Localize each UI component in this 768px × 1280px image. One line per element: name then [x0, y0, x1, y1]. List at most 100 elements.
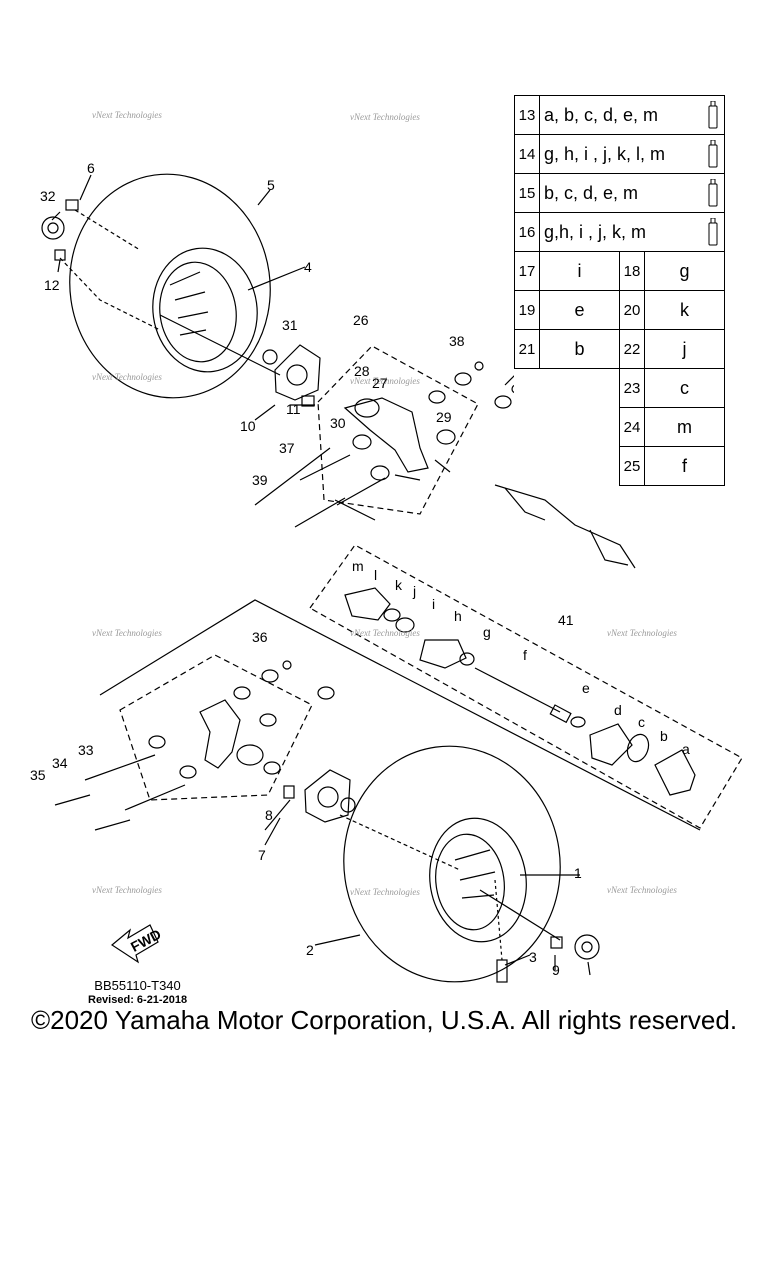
- document-reference: BB55110-T340 Revised: 6-21-2018: [88, 978, 187, 1008]
- callout-label: k: [395, 577, 403, 593]
- table-row: 14 g, h, i , j, k, l, m: [514, 134, 725, 174]
- table-row: 13 a, b, c, d, e, m: [514, 95, 725, 135]
- ref-number: 14: [514, 134, 540, 174]
- callout-label: 29: [436, 409, 452, 425]
- ref-number: 17: [514, 251, 540, 291]
- callout-label: g: [483, 624, 491, 640]
- ref-number: 24: [619, 407, 645, 447]
- upper-hub-cap: [41, 216, 65, 240]
- grease-tube-icon: [708, 101, 718, 129]
- callout-label: d: [614, 702, 622, 718]
- callout-label: 8: [265, 807, 273, 823]
- ref-letter: m: [644, 407, 725, 447]
- watermark: vNext Technologies: [607, 628, 677, 638]
- ref-letters: g, h, i , j, k, l, m: [544, 143, 666, 164]
- ref-number: 22: [619, 329, 645, 369]
- callout-label: 6: [87, 160, 95, 176]
- ref-letter: g: [644, 251, 725, 291]
- watermark: vNext Technologies: [92, 885, 162, 895]
- revision-date: Revised: 6-21-2018: [88, 994, 188, 1006]
- diagram-code: BB55110-T340: [94, 978, 181, 993]
- callout-label: a: [682, 741, 690, 757]
- callout-label: i: [432, 596, 435, 612]
- lower-knuckle-box: [110, 600, 720, 1000]
- callout-label: 36: [252, 629, 268, 645]
- ref-letter: i: [539, 251, 620, 291]
- callout-label: 4: [304, 259, 312, 275]
- callout-label: 27: [372, 375, 388, 391]
- ref-number: 19: [514, 290, 540, 330]
- watermark: vNext Technologies: [350, 376, 420, 386]
- callout-label: 37: [279, 440, 295, 456]
- ref-number: 15: [514, 173, 540, 213]
- callout-label: 9: [552, 962, 560, 978]
- callout-label: l: [374, 567, 377, 583]
- lower-tire: [343, 745, 561, 983]
- callout-label: 38: [449, 333, 465, 349]
- callout-label: 3: [529, 949, 537, 965]
- callout-label: f: [523, 647, 527, 663]
- ref-number: 20: [619, 290, 645, 330]
- ref-letters: b, c, d, e, m: [544, 182, 639, 203]
- watermark: vNext Technologies: [92, 110, 162, 120]
- callout-label: e: [582, 680, 590, 696]
- lower-knuckle-detail-box: [119, 654, 313, 801]
- grease-tube-icon: [708, 140, 718, 168]
- callout-label: j: [412, 583, 416, 599]
- watermark: vNext Technologies: [350, 628, 420, 638]
- callout-label: 31: [282, 317, 298, 333]
- upper-tire: [69, 173, 271, 399]
- grease-tube-icon: [708, 218, 718, 246]
- ref-letter: f: [644, 446, 725, 486]
- upper-knuckle-box: [317, 345, 479, 515]
- watermark: vNext Technologies: [350, 887, 420, 897]
- callout-label: 32: [40, 188, 56, 204]
- ref-number: 16: [514, 212, 540, 252]
- callout-label: h: [454, 608, 462, 624]
- ref-number: 25: [619, 446, 645, 486]
- upper-drive-shaft: [494, 484, 636, 569]
- callout-label: 33: [78, 742, 94, 758]
- callout-label: 11: [286, 401, 301, 417]
- table-row: 15 b, c, d, e, m: [514, 173, 725, 213]
- table-row: 25 f: [515, 446, 725, 486]
- ref-letter: e: [539, 290, 620, 330]
- ref-letters: a, b, c, d, e, m: [544, 104, 659, 125]
- callout-label: 7: [258, 847, 266, 863]
- watermark: vNext Technologies: [350, 112, 420, 122]
- callout-label: 1: [574, 865, 582, 881]
- copyright-notice: ©2020 Yamaha Motor Corporation, U.S.A. A…: [30, 1005, 738, 1035]
- lower-hub-cap: [574, 934, 600, 960]
- grease-tube-icon: [708, 179, 718, 207]
- ref-number: 13: [514, 95, 540, 135]
- callout-label: 34: [52, 755, 68, 771]
- ref-letters: g,h, i , j, k, m: [544, 221, 647, 242]
- callout-label: m: [352, 558, 364, 574]
- upper-rim: [152, 247, 258, 373]
- ref-number: 18: [619, 251, 645, 291]
- watermark: vNext Technologies: [92, 628, 162, 638]
- lower-rim: [429, 817, 527, 943]
- callout-label: 30: [330, 415, 346, 431]
- callout-label: 10: [240, 418, 256, 434]
- ref-letter: j: [644, 329, 725, 369]
- table-row: 23 c: [515, 368, 725, 408]
- callout-label: 12: [44, 277, 60, 293]
- callout-label: b: [660, 728, 668, 744]
- fwd-arrow: FWD: [110, 924, 164, 964]
- ref-number: 21: [514, 329, 540, 369]
- table-row: 19 e 20 k: [514, 290, 725, 330]
- ref-letter: b: [539, 329, 620, 369]
- callout-label: 39: [252, 472, 268, 488]
- ref-letter: k: [644, 290, 725, 330]
- watermark: vNext Technologies: [92, 372, 162, 382]
- ref-letter: c: [644, 368, 725, 408]
- callout-label: c: [638, 714, 645, 730]
- callout-label: 26: [353, 312, 369, 328]
- callout-label: 2: [306, 942, 314, 958]
- ref-number: 23: [619, 368, 645, 408]
- table-row: 24 m: [515, 407, 725, 447]
- table-row: 17 i 18 g: [514, 251, 725, 291]
- table-row: 16 g,h, i , j, k, m: [514, 212, 725, 252]
- upper-hub: [274, 344, 321, 401]
